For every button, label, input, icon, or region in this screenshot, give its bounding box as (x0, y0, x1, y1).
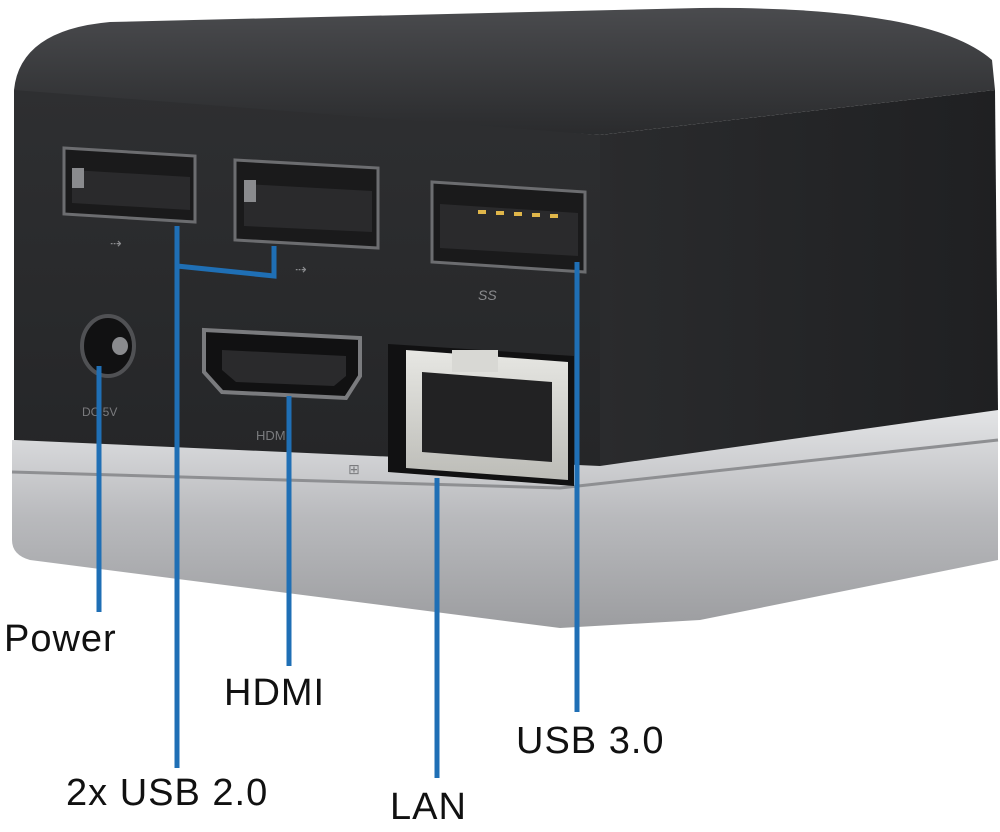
usb2-port-1 (62, 146, 197, 224)
lan-port (388, 344, 574, 486)
lan-callout-label: LAN (390, 786, 467, 828)
hdmi-marking: HDMI (256, 428, 289, 443)
callout-lines (96, 226, 580, 778)
usb-symbol-1: ⇢ (110, 235, 122, 251)
usb2-callout-label: 2x USB 2.0 (66, 772, 269, 814)
usb3-port (430, 180, 587, 274)
dock-side (600, 90, 998, 466)
dock-top (14, 7, 995, 135)
usb3-callout-label: USB 3.0 (516, 720, 665, 762)
callout-usb2-line (174, 226, 277, 768)
hdmi-port (202, 327, 362, 401)
usb2-port-2 (233, 158, 380, 250)
hdmi-callout-label: HDMI (224, 672, 326, 714)
dock-base (12, 404, 998, 628)
usb-symbol-2: ⇢ (295, 261, 307, 277)
ss-usb-symbol: SS (478, 287, 497, 303)
power-jack (80, 314, 136, 378)
power-callout-label: Power (4, 618, 117, 660)
network-icon: ⊞ (348, 462, 360, 478)
